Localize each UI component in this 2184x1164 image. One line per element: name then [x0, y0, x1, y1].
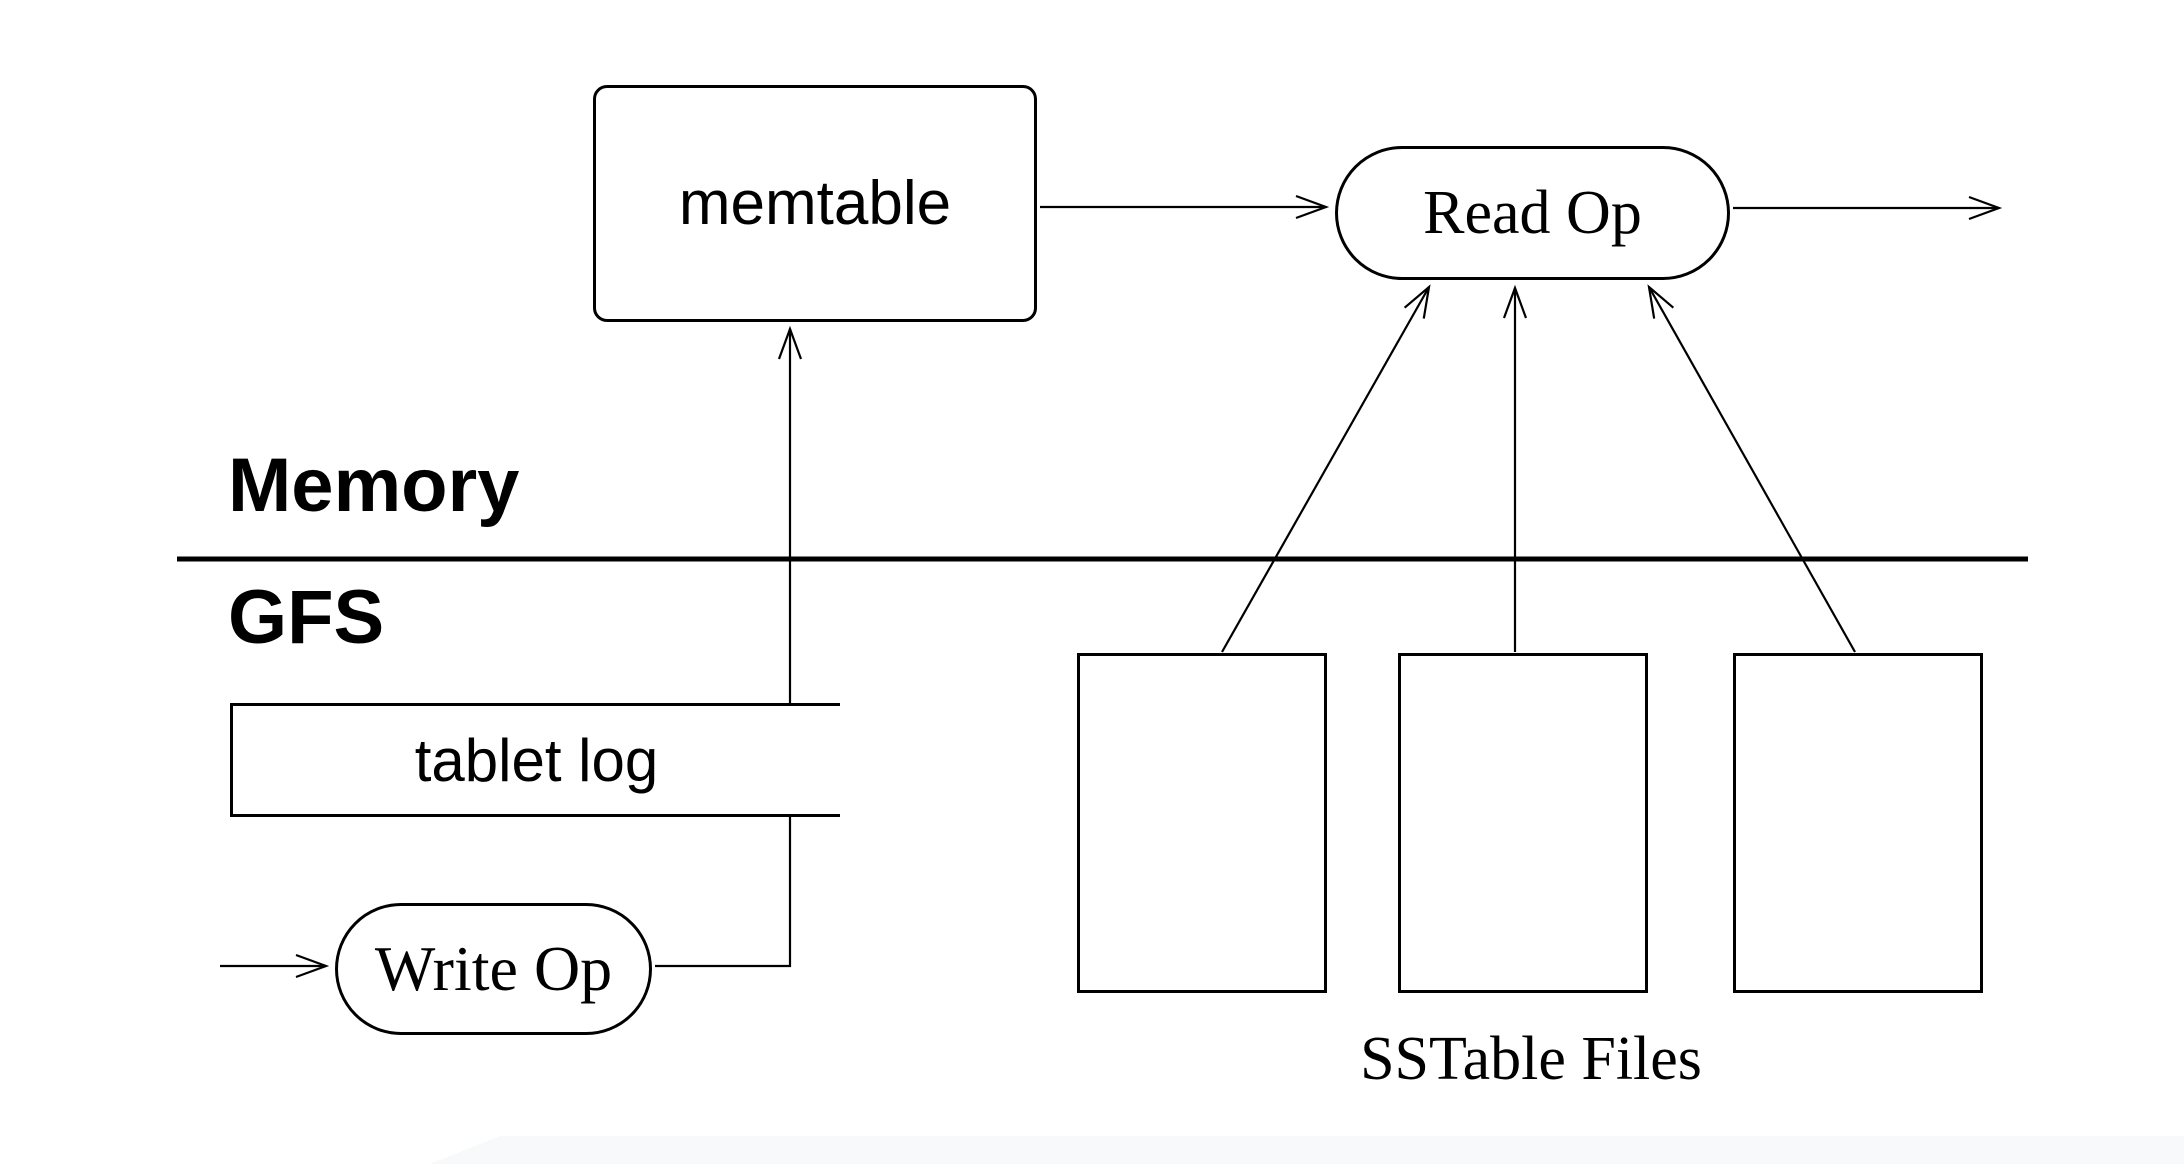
bottom-edge-band	[430, 1136, 2184, 1164]
read-op-node-label: Read Op	[1423, 178, 1642, 247]
arrow-sstable3-to-readop	[1647, 284, 1856, 653]
write-op-node: Write Op	[335, 903, 652, 1035]
memtable-node: memtable	[593, 85, 1037, 322]
sstable-file-2	[1398, 653, 1648, 993]
sstable-file-3	[1733, 653, 1983, 993]
read-op-node: Read Op	[1335, 146, 1730, 280]
sstable-file-1	[1077, 653, 1327, 993]
write-op-node-label: Write Op	[374, 933, 613, 1004]
sstable-files-caption: SSTable Files	[1360, 1025, 1702, 1093]
memtable-node-label: memtable	[678, 169, 952, 238]
arrow-sstable1-to-readop	[1221, 284, 1431, 653]
memory-zone-label: Memory	[228, 443, 520, 528]
tablet-log-node-label: tablet log	[414, 726, 659, 794]
tablet-log-node: tablet log	[230, 703, 840, 817]
gfs-zone-label: GFS	[228, 575, 385, 660]
